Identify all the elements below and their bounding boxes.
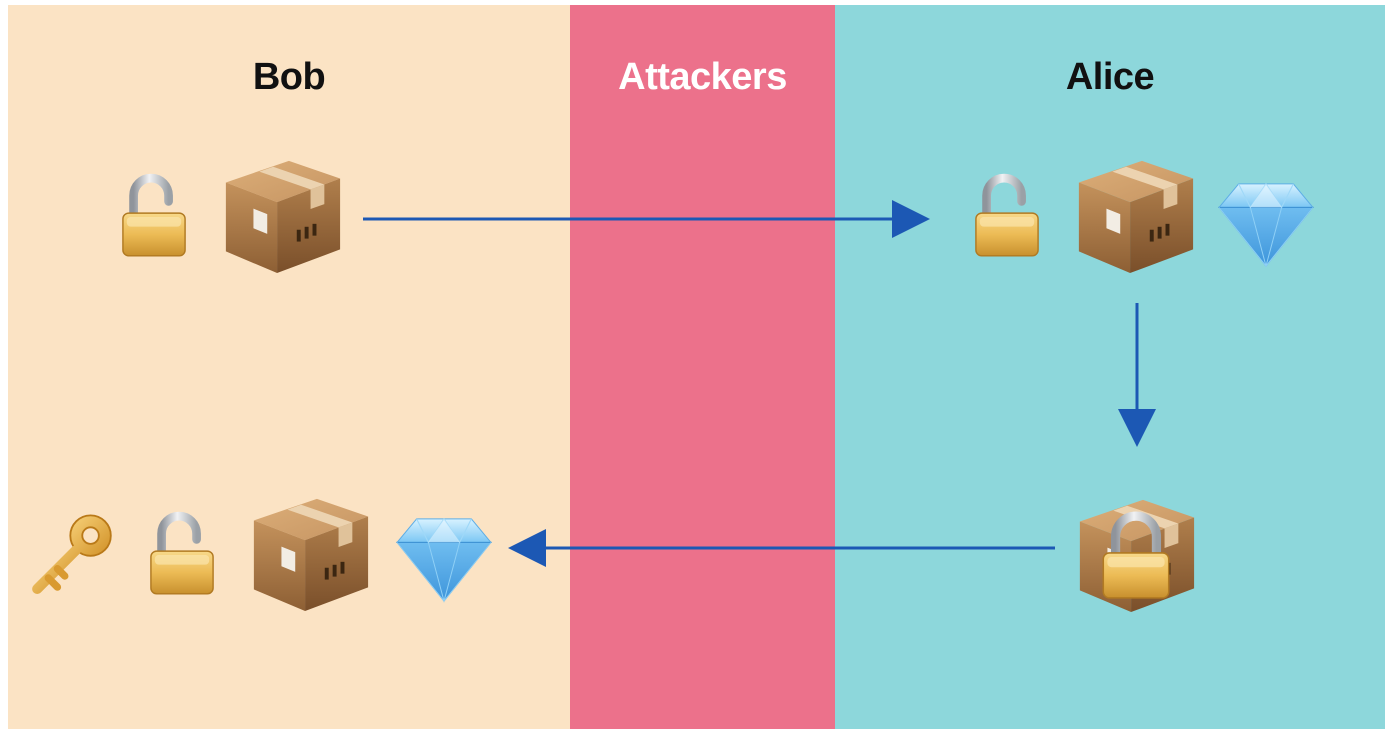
closed-padlock-icon bbox=[1100, 510, 1172, 602]
diamond-icon bbox=[1216, 180, 1316, 268]
package-icon bbox=[246, 486, 374, 616]
diamond-icon bbox=[394, 515, 494, 603]
open-padlock-icon bbox=[120, 172, 188, 260]
package-icon bbox=[218, 148, 346, 278]
package-icon bbox=[1071, 148, 1199, 278]
bob-label: Bob bbox=[252, 56, 326, 98]
key-icon bbox=[28, 508, 120, 600]
alice-zone: Alice bbox=[835, 5, 1385, 729]
attackers-label: Attackers bbox=[618, 56, 787, 98]
open-padlock-icon bbox=[973, 172, 1041, 260]
bob-zone: Bob bbox=[8, 5, 570, 729]
alice-label: Alice bbox=[1065, 56, 1155, 98]
attackers-zone: Attackers bbox=[570, 5, 835, 729]
open-padlock-icon bbox=[148, 510, 216, 598]
